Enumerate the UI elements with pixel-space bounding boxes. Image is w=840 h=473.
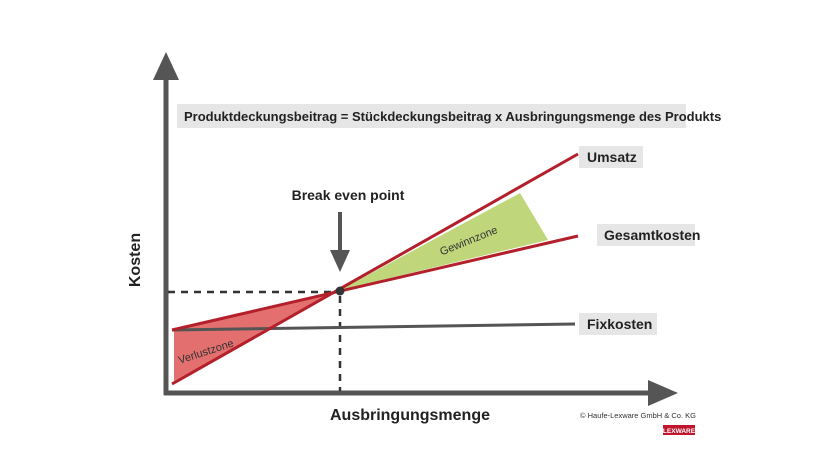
axes [153, 52, 678, 406]
fixkosten-line [171, 322, 576, 332]
break-even-arrowhead [330, 250, 350, 272]
formula-text: Produktdeckungsbeitrag = Stückdeckungsbe… [184, 109, 721, 124]
x-axis-arrowhead [648, 380, 678, 406]
formula-box [177, 104, 686, 128]
fixkosten-label: Fixkosten [587, 316, 652, 332]
profit-zone [340, 193, 548, 290]
gesamtkosten-label: Gesamtkosten [604, 227, 700, 243]
umsatz-label: Umsatz [587, 149, 637, 165]
umsatz-line [171, 152, 579, 386]
lexware-logo-text: LEXWARE [663, 428, 696, 435]
copyright-text: © Haufe-Lexware GmbH & Co. KG [580, 411, 696, 420]
umsatz-label-bg [579, 146, 643, 168]
gesamtkosten-label-bg [597, 224, 695, 246]
x-axis-label: Ausbringungsmenge [330, 407, 490, 424]
gesamtkosten-line [171, 234, 579, 332]
break-even-label: Break even point [292, 187, 405, 203]
y-axis-label: Kosten [127, 233, 144, 287]
y-axis-arrowhead [153, 52, 179, 80]
fixkosten-label-bg [579, 313, 657, 335]
break-even-point [335, 286, 345, 296]
lexware-logo [663, 425, 695, 435]
